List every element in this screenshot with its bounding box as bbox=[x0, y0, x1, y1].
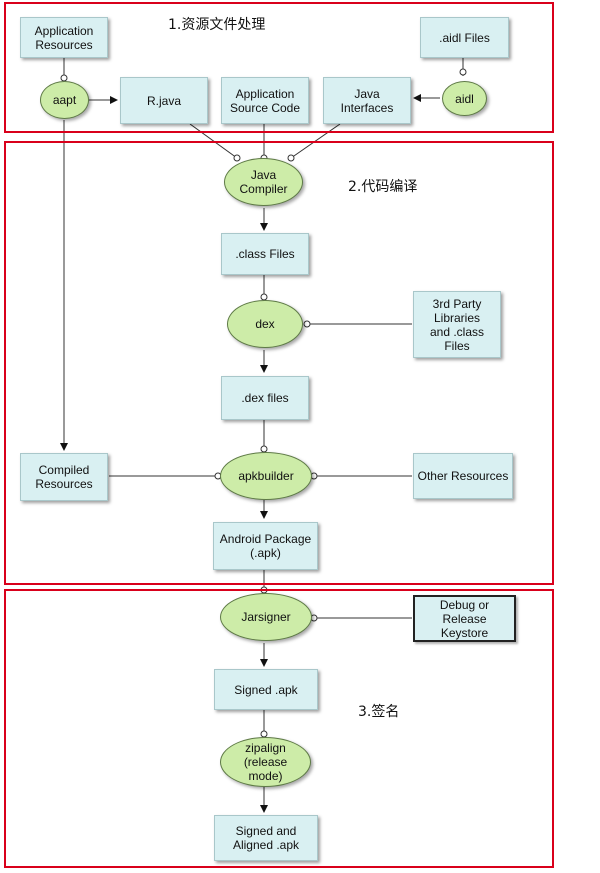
node-java-interfaces: Java Interfaces bbox=[323, 77, 411, 124]
port-circle bbox=[233, 154, 241, 162]
node-keystore: Debug or Release Keystore bbox=[413, 595, 516, 642]
section-code-compilation bbox=[4, 141, 554, 585]
node-application-source: Application Source Code bbox=[221, 77, 309, 124]
section-resource-processing bbox=[4, 2, 554, 133]
node-aidl-files: .aidl Files bbox=[420, 17, 509, 58]
node-android-package: Android Package (.apk) bbox=[213, 522, 318, 570]
node-aapt: aapt bbox=[40, 81, 89, 119]
section-label-resources: 1.资源文件处理 bbox=[168, 17, 266, 33]
port-circle bbox=[459, 68, 467, 76]
node-compiled-resources: Compiled Resources bbox=[20, 453, 108, 501]
node-class-files: .class Files bbox=[221, 233, 309, 275]
node-third-party-libraries: 3rd Party Libraries and .class Files bbox=[413, 291, 501, 358]
section-signing bbox=[4, 589, 554, 868]
node-jarsigner: Jarsigner bbox=[220, 593, 312, 641]
node-signed-aligned-apk: Signed and Aligned .apk bbox=[214, 815, 318, 861]
node-aidl: aidl bbox=[442, 81, 487, 116]
node-java-compiler: Java Compiler bbox=[224, 158, 303, 206]
node-dex: dex bbox=[227, 300, 303, 348]
node-apkbuilder: apkbuilder bbox=[220, 452, 312, 500]
node-dex-files: .dex files bbox=[221, 376, 309, 420]
port-circle bbox=[303, 320, 311, 328]
node-zipalign: zipalign (release mode) bbox=[220, 737, 311, 787]
node-r-java: R.java bbox=[120, 77, 208, 124]
node-other-resources: Other Resources bbox=[413, 453, 513, 499]
section-label-compile: 2.代码编译 bbox=[348, 179, 418, 195]
node-signed-apk: Signed .apk bbox=[214, 669, 318, 710]
node-application-resources: Application Resources bbox=[20, 17, 108, 58]
section-label-sign: 3.签名 bbox=[358, 704, 400, 720]
port-circle bbox=[287, 154, 295, 162]
